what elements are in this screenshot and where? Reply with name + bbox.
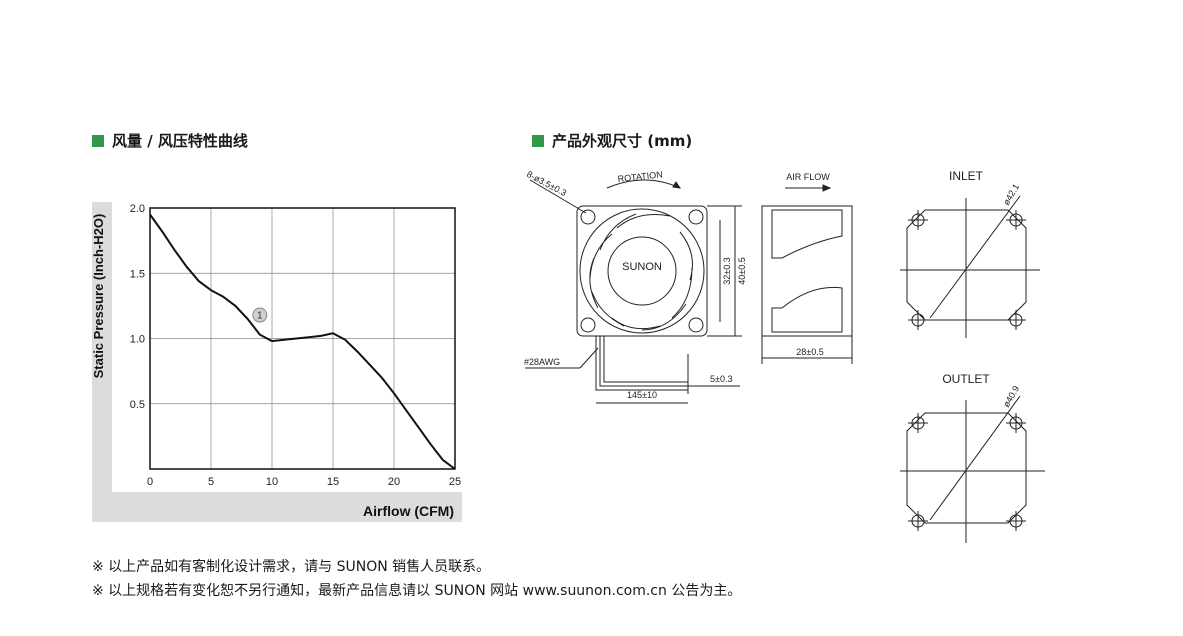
dimensions-heading-text: 产品外观尺寸 (mm) <box>552 132 693 150</box>
curve-marker: 1 <box>252 307 268 323</box>
inlet-view <box>900 195 1040 338</box>
fan-side-view <box>761 184 853 364</box>
green-square-icon <box>532 134 544 147</box>
mount-hole-icon <box>688 209 704 225</box>
dimensions-section-heading: 产品外观尺寸 (mm) <box>532 130 692 151</box>
x-tick-label: 20 <box>388 476 400 488</box>
footnote-spec-change: ※ 以上规格若有变化恕不另行通知，最新产品信息请以 SUNON 网站 www.s… <box>92 583 742 599</box>
y-tick-label: 2.0 <box>130 203 145 215</box>
y-tick-label: 1.0 <box>130 334 145 346</box>
x-tick-label: 5 <box>208 476 214 488</box>
curve-marker-circle <box>252 307 268 323</box>
outlet-dia-leader <box>929 395 1021 521</box>
x-tick-label: 25 <box>449 476 461 488</box>
fan-blades <box>589 213 693 331</box>
chart-section-heading: 风量 / 风压特性曲线 <box>92 130 248 151</box>
footnote-customization: ※ 以上产品如有客制化设计需求，请与 SUNON 销售人员联系。 <box>92 559 491 575</box>
wire-label-leader <box>579 347 599 369</box>
side-top-detail <box>771 209 843 259</box>
mount-hole-icon <box>580 209 596 225</box>
dimension-drawing: 8-ø3.5±0.3 ROTATION SUNON 32±0.3 40±0.5 … <box>524 169 1045 543</box>
hole-leader-line <box>529 179 587 214</box>
mount-hole-icon <box>688 317 704 333</box>
outlet-outline <box>906 412 1027 524</box>
side-frame <box>761 205 853 337</box>
chart-white-area <box>112 202 462 492</box>
x-tick-label: 15 <box>327 476 339 488</box>
fan-frame <box>576 205 708 337</box>
wire-gauge-label: #28AWG <box>524 357 560 367</box>
rotation-label: ROTATION <box>617 169 663 184</box>
brand-label: SUNON <box>622 261 662 273</box>
side-bottom-detail <box>771 286 843 333</box>
inlet-diameter-label: ø42.1 <box>1001 182 1021 207</box>
outlet-label: OUTLET <box>942 372 990 386</box>
fan-front-view <box>525 179 742 404</box>
outlet-diameter-label: ø40.9 <box>1001 384 1021 409</box>
dim-5-label: 5±0.3 <box>710 374 732 384</box>
inlet-label: INLET <box>949 169 984 183</box>
y-axis-label: Static Pressure (Inch-H2O) <box>91 214 106 379</box>
curve-marker-label: 1 <box>257 311 263 322</box>
chart-heading-text: 风量 / 风压特性曲线 <box>112 132 248 150</box>
pq-curve-chart: 0 5 10 15 20 25 0.5 1.0 1.5 2.0 1 Static Pressure… <box>91 202 462 522</box>
footnotes: ※ 以上产品如有客制化设计需求，请与 SUNON 销售人员联系。 ※ 以上规格若… <box>92 555 741 603</box>
green-square-icon <box>92 134 104 147</box>
mount-hole-icon <box>580 317 596 333</box>
outlet-view <box>900 395 1045 543</box>
dim-32-label: 32±0.3 <box>722 257 732 284</box>
y-tick-label: 0.5 <box>130 399 145 411</box>
pq-curve-line <box>149 213 456 470</box>
x-tick-label: 0 <box>147 476 153 488</box>
dim-28-label: 28±0.5 <box>796 347 823 357</box>
dim-145-label: 145±10 <box>627 390 657 400</box>
airflow-label: AIR FLOW <box>786 172 830 182</box>
rotation-arrowhead-icon <box>672 181 682 189</box>
y-tick-label: 1.5 <box>130 268 145 280</box>
x-axis-label: Airflow (CFM) <box>363 503 454 519</box>
x-tick-label: 10 <box>266 476 278 488</box>
airflow-arrowhead-icon <box>822 184 832 192</box>
inlet-dia-leader <box>929 195 1021 319</box>
wire-harness <box>599 336 688 387</box>
fan-outer-ring <box>579 208 705 334</box>
plot-border <box>149 207 456 470</box>
dim-40-label: 40±0.5 <box>737 257 747 284</box>
fan-hub <box>607 236 677 306</box>
hole-spec-label: 8-ø3.5±0.3 <box>525 169 568 198</box>
wire-harness <box>603 336 688 383</box>
ticks-layer: 0 5 10 15 20 25 0.5 1.0 1.5 2.0 <box>130 203 461 488</box>
